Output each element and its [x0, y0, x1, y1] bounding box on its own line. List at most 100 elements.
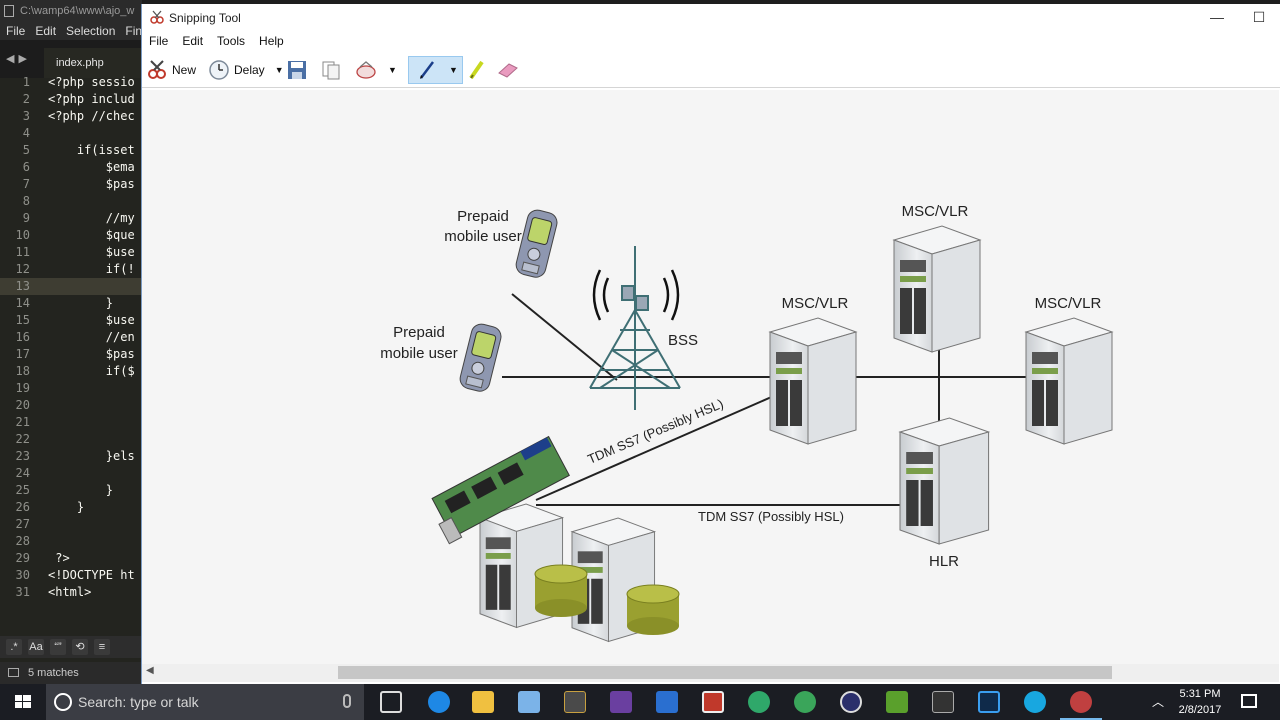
code-line[interactable]: 13: [0, 278, 142, 295]
code-line[interactable]: 24: [0, 465, 142, 482]
editor-menu-file[interactable]: File: [6, 24, 26, 38]
in-selection-icon[interactable]: ≡: [94, 639, 110, 655]
new-snip-button[interactable]: New: [146, 56, 196, 84]
snip-menu-help[interactable]: Help: [259, 34, 284, 48]
code-line[interactable]: 26 }: [0, 499, 142, 516]
code-line[interactable]: 27: [0, 516, 142, 533]
tray-chevron-icon[interactable]: ︿: [1152, 695, 1165, 709]
photoshop-icon[interactable]: [978, 691, 1000, 713]
line-number: 26: [15, 500, 30, 514]
wrap-icon[interactable]: ⟲: [72, 639, 88, 655]
code-line[interactable]: 1<?php sessio: [0, 74, 142, 91]
maximize-button[interactable]: ☐: [1252, 9, 1266, 25]
code-line[interactable]: 21: [0, 414, 142, 431]
taskbar-search-box[interactable]: Search: type or talk: [46, 684, 364, 720]
code-line[interactable]: 2<?php includ: [0, 91, 142, 108]
visual-studio-icon[interactable]: [610, 691, 632, 713]
code-line[interactable]: 5 if(isset: [0, 142, 142, 159]
code-line[interactable]: 10 $que: [0, 227, 142, 244]
tab-index-php[interactable]: index.php: [44, 48, 142, 78]
horizontal-scrollbar[interactable]: ◀: [142, 664, 1279, 682]
file-explorer-icon[interactable]: [472, 691, 494, 713]
highlighter-button[interactable]: [466, 56, 488, 84]
copy-button[interactable]: [320, 56, 342, 84]
regex-toggle[interactable]: .*: [6, 639, 22, 655]
label-link-diagonal: TDM SS7 (Possibly HSL): [585, 396, 725, 467]
eclipse-icon[interactable]: [840, 691, 862, 713]
globe-app-icon[interactable]: [748, 691, 770, 713]
code-line[interactable]: 14 }: [0, 295, 142, 312]
case-toggle[interactable]: Aa: [28, 639, 44, 655]
snip-menu-file[interactable]: File: [149, 34, 169, 48]
edge-browser-icon[interactable]: [428, 691, 450, 713]
tools-app-icon[interactable]: [932, 691, 954, 713]
snip-menu-tools[interactable]: Tools: [217, 34, 246, 48]
scroll-thumb[interactable]: [338, 666, 1112, 679]
code-line[interactable]: 9 //my: [0, 210, 142, 227]
code-line[interactable]: 6 $ema: [0, 159, 142, 176]
microphone-icon[interactable]: [343, 694, 351, 708]
sublime-text-icon[interactable]: [702, 691, 724, 713]
code-line[interactable]: 15 $use: [0, 312, 142, 329]
scroll-left-icon[interactable]: ◀: [146, 665, 154, 676]
line-number: 18: [15, 364, 30, 378]
minimize-button[interactable]: —: [1210, 9, 1224, 25]
tab-nav-arrows-icon[interactable]: ◀▶: [6, 53, 31, 65]
panel-icon[interactable]: [8, 668, 19, 677]
code-line[interactable]: 18 if($: [0, 363, 142, 380]
line-number: 15: [15, 313, 30, 327]
wamp-server-icon[interactable]: [564, 691, 586, 713]
code-line[interactable]: 29 ?>: [0, 550, 142, 567]
whole-word-toggle[interactable]: “”: [50, 639, 66, 655]
eraser-icon: [498, 63, 518, 78]
code-line[interactable]: 16 //en: [0, 329, 142, 346]
snip-menu-edit[interactable]: Edit: [182, 34, 204, 48]
line-number: 8: [22, 194, 30, 208]
code-line[interactable]: 20: [0, 397, 142, 414]
code-line[interactable]: 28: [0, 533, 142, 550]
code-line[interactable]: 8: [0, 193, 142, 210]
code-line[interactable]: 17 $pas: [0, 346, 142, 363]
taskbar-clock[interactable]: 5:31 PM 2/8/2017: [1168, 686, 1232, 718]
line-number: 23: [15, 449, 30, 463]
save-button[interactable]: [286, 56, 308, 84]
code-line[interactable]: 12 if(!: [0, 261, 142, 278]
code-line[interactable]: 22: [0, 431, 142, 448]
send-dropdown-icon[interactable]: ▼: [388, 65, 397, 75]
pen-button[interactable]: ▼: [408, 56, 463, 84]
pen-dropdown-icon[interactable]: ▼: [449, 65, 458, 75]
code-line[interactable]: 25 }: [0, 482, 142, 499]
3d-box-app-icon[interactable]: [518, 691, 540, 713]
start-windows-icon[interactable]: [0, 684, 46, 720]
eraser-button[interactable]: [496, 56, 520, 84]
editor-menu-selection[interactable]: Selection: [66, 24, 116, 38]
skype-icon[interactable]: [1024, 691, 1046, 713]
notepad-icon[interactable]: [886, 691, 908, 713]
code-line[interactable]: 3<?php //chec: [0, 108, 142, 125]
msc-center-server-icon: [769, 317, 857, 445]
code-text: $que: [48, 228, 135, 242]
code-line[interactable]: 11 $use: [0, 244, 142, 261]
action-center-icon[interactable]: [1241, 694, 1257, 708]
msc-right-server-icon: [1025, 317, 1113, 445]
snip-canvas[interactable]: Prepaid mobile user Prepaid mobile user …: [142, 90, 1279, 664]
code-line[interactable]: 19: [0, 380, 142, 397]
cortana-icon[interactable]: [54, 693, 72, 711]
label-msc-right: MSC/VLR: [1035, 295, 1102, 312]
task-view-icon[interactable]: [380, 691, 402, 713]
xdk-app-icon[interactable]: [656, 691, 678, 713]
delay-dropdown-icon[interactable]: ▼: [274, 65, 284, 75]
code-line[interactable]: 23 }els: [0, 448, 142, 465]
editor-menu-edit[interactable]: Edit: [35, 24, 57, 38]
editor-menu-find[interactable]: Fin: [125, 24, 142, 38]
delay-button[interactable]: Delay ▼: [208, 56, 284, 84]
code-line[interactable]: 7 $pas: [0, 176, 142, 193]
code-line[interactable]: 31<html>: [0, 584, 142, 601]
save-icon: [288, 61, 306, 79]
android-icon[interactable]: [794, 691, 816, 713]
code-line[interactable]: 4: [0, 125, 142, 142]
line-number: 24: [15, 466, 30, 480]
snipping-tool-taskbar-icon[interactable]: [1060, 691, 1102, 720]
code-line[interactable]: 30<!DOCTYPE ht: [0, 567, 142, 584]
send-snip-button[interactable]: ▼: [354, 56, 397, 84]
